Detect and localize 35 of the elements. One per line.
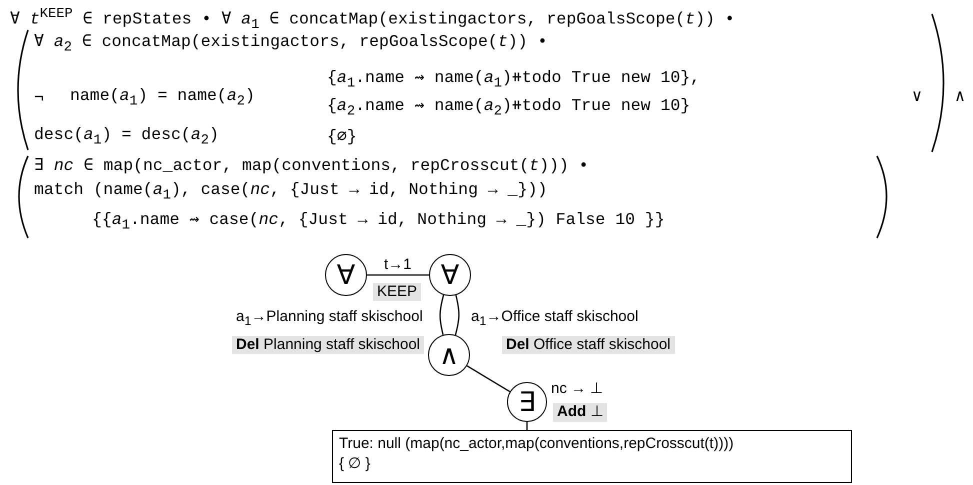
binding-label: a$_{1}$→Planning staff skischool <box>236 309 423 329</box>
tag-label: Add ⊥ <box>553 403 608 422</box>
quantifier-circle <box>429 254 471 296</box>
formula-symbol: ¬ <box>34 89 44 108</box>
binding-label: a$_{1}$→Office staff skischool <box>471 309 638 329</box>
quantifier-circle <box>325 254 367 296</box>
formula-line: ∀ a$_{2}$ ∈ concatMap(existingactors, repGoalsScope(t)) • <box>34 33 548 56</box>
formula-line: {{a$_{1}$.name ⇝ case(nc, {Just → id, Nothing → _}) False 10 }} <box>92 211 665 234</box>
connector-line <box>466 365 510 392</box>
operator-symbol: ∃ <box>518 388 536 416</box>
formula-line: match (name(a$_{1}$), case(nc, {Just → id, Nothing → _})) <box>34 181 548 204</box>
connector-line <box>439 294 444 335</box>
operator-symbol: ∀ <box>440 262 460 288</box>
operator-symbol: ∀ <box>336 262 356 288</box>
tag-label: Del Office staff skischool <box>502 336 675 354</box>
tag-label: Del Planning staff skischool <box>232 336 424 354</box>
formula-line: ∃ nc ∈ map(nc_actor, map(conventions, repCrosscut(t))) • <box>34 157 589 176</box>
formula-text: desc(a$_{1}$) = desc(a$_{2}$) <box>34 126 219 148</box>
quantifier-circle <box>507 382 547 422</box>
formula-symbol: ∧ <box>955 88 965 106</box>
connector-line <box>454 295 460 336</box>
result-text: { ∅ } <box>339 454 372 474</box>
tag-label: KEEP <box>373 282 422 301</box>
quantifier-circle <box>428 334 470 376</box>
operator-symbol: ∧ <box>439 342 459 368</box>
binding-label: nc → ⊥ <box>551 381 604 398</box>
formula-symbol: ∨ <box>912 88 922 106</box>
result-text: True: null (map(nc_actor,map(conventions,repCrosscut(t)))) <box>339 434 735 454</box>
connector-line <box>367 274 429 276</box>
formula-line: ∀ t$^{KEEP}$ ∈ repStates • ∀ a$_{1}$ ∈ concatMap(existingactors, repGoalsScope(t)) • <box>10 7 735 33</box>
formula-text: {a$_{1}$.name ⇝ name(a$_{1}$)⧺todo True new 10}, <box>327 69 700 92</box>
formula-text: {a$_{2}$.name ⇝ name(a$_{2}$)⧺todo True new 10} <box>327 97 690 120</box>
formula-text: {∅} <box>327 128 357 146</box>
formula-text: name(a$_{1}$) = name(a$_{2}$) <box>70 87 255 110</box>
result-box <box>332 430 852 483</box>
